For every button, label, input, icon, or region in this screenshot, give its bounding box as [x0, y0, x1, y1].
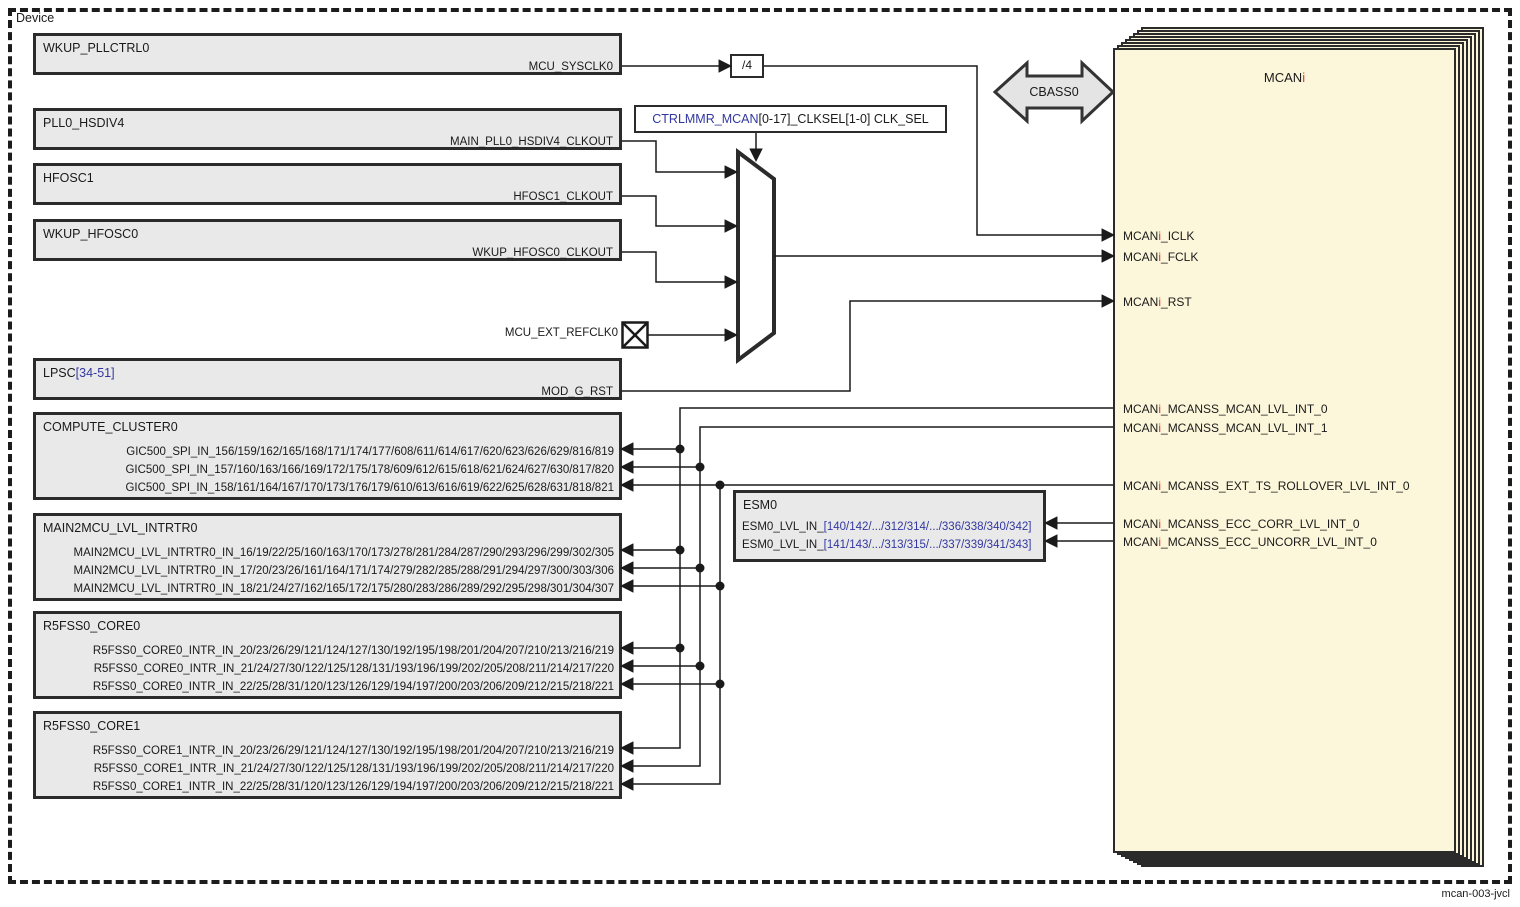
signal-rows: ESM0_LVL_IN_[140/142/.../312/314/.../336…: [742, 518, 1038, 554]
block-hfosc1: HFOSC1 HFOSC1_CLKOUT: [33, 163, 622, 205]
signal-row: ESM0_LVL_IN_[140/142/.../312/314/.../336…: [742, 518, 1038, 536]
block-mcani: MCANi MCANi_ICLK MCANi_FCLK MCANi_RST MC…: [1113, 48, 1456, 853]
block-wkup-hfosc0: WKUP_HFOSC0 WKUP_HFOSC0_CLKOUT: [33, 219, 622, 261]
mcani-title-index: i: [1302, 70, 1306, 85]
port-mcu-sysclk0: MCU_SYSCLK0: [528, 61, 613, 73]
signal-row: R5FSS0_CORE1_INTR_IN_21/24/27/30/122/125…: [93, 763, 614, 775]
block-title: R5FSS0_CORE0: [43, 619, 141, 633]
block-main2mcu-lvl-intrtr0: MAIN2MCU_LVL_INTRTR0 MAIN2MCU_LVL_INTRTR…: [33, 513, 622, 601]
block-title: MAIN2MCU_LVL_INTRTR0: [43, 521, 198, 535]
figure-id-label: mcan-003-jvcl: [1441, 888, 1510, 900]
block-esm0: ESM0 ESM0_LVL_IN_[140/142/.../312/314/..…: [733, 490, 1046, 562]
block-title: HFOSC1: [43, 171, 94, 185]
mcu-ext-refclk0-label: MCU_EXT_REFCLK0: [504, 327, 618, 339]
port-mcani-fclk: MCANi_FCLK: [1123, 250, 1199, 264]
port-mod-g-rst: MOD_G_RST: [541, 386, 613, 398]
signal-row: GIC500_SPI_IN_156/159/162/165/168/171/17…: [126, 446, 614, 458]
device-label: Device: [16, 11, 55, 25]
esm0-row-prefix: ESM0_LVL_IN_: [742, 521, 824, 533]
signal-row: GIC500_SPI_IN_158/161/164/167/170/173/17…: [125, 482, 614, 494]
mcani-title-pre: MCAN: [1263, 70, 1303, 85]
port-mcani-ecc-uncorr: MCANi_MCANSS_ECC_UNCORR_LVL_INT_0: [1123, 535, 1377, 549]
port-mcani-ext-ts-rollover: MCANi_MCANSS_EXT_TS_ROLLOVER_LVL_INT_0: [1123, 479, 1410, 493]
esm0-row-prefix: ESM0_LVL_IN_: [742, 539, 824, 551]
port-hfosc1-clkout: HFOSC1_CLKOUT: [513, 191, 613, 203]
signal-row: R5FSS0_CORE0_INTR_IN_20/23/26/29/121/124…: [92, 645, 614, 657]
block-title: ESM0: [743, 498, 778, 512]
signal-row: R5FSS0_CORE0_INTR_IN_21/24/27/30/122/125…: [93, 663, 614, 675]
block-pll0-hsdiv4: PLL0_HSDIV4 MAIN_PLL0_HSDIV4_CLKOUT: [33, 108, 622, 150]
ctrlmmr-mcan-link[interactable]: CTRLMMR_MCAN: [652, 112, 759, 126]
block-title: WKUP_HFOSC0: [43, 227, 139, 241]
port-mcani-ecc-corr: MCANi_MCANSS_ECC_CORR_LVL_INT_0: [1123, 517, 1360, 531]
signal-row: R5FSS0_CORE0_INTR_IN_22/25/28/31/120/123…: [92, 681, 614, 693]
block-compute-cluster0: COMPUTE_CLUSTER0 GIC500_SPI_IN_156/159/1…: [33, 412, 622, 500]
block-title: R5FSS0_CORE1: [43, 719, 141, 733]
signal-row: MAIN2MCU_LVL_INTRTR0_IN_16/19/22/25/160/…: [73, 547, 614, 559]
port-mcani-rst: MCANi_RST: [1123, 295, 1192, 309]
block-r5fss0-core1: R5FSS0_CORE1 R5FSS0_CORE1_INTR_IN_20/23/…: [33, 711, 622, 799]
device-boundary: [8, 8, 1512, 884]
esm0-row-link[interactable]: [141/143/.../313/315/.../337/339/341/343…: [823, 539, 1032, 551]
signal-row: R5FSS0_CORE1_INTR_IN_22/25/28/31/120/123…: [92, 781, 614, 793]
block-r5fss0-core0: R5FSS0_CORE0 R5FSS0_CORE0_INTR_IN_20/23/…: [33, 611, 622, 699]
signal-rows: GIC500_SPI_IN_156/159/162/165/168/171/17…: [42, 443, 614, 497]
clksel-rest-text: [0-17]_CLKSEL[1-0] CLK_SEL: [758, 112, 929, 126]
mcani-title: MCANi: [1115, 70, 1454, 85]
block-title: WKUP_PLLCTRL0: [43, 41, 150, 55]
clock-divider-by4: /4: [730, 54, 764, 78]
lpsc-range-link[interactable]: [34-51]: [75, 366, 115, 380]
clksel-register-label: CTRLMMR_MCAN[0-17]_CLKSEL[1-0] CLK_SEL: [634, 105, 947, 133]
signal-rows: R5FSS0_CORE1_INTR_IN_20/23/26/29/121/124…: [42, 742, 614, 796]
esm0-row-link[interactable]: [140/142/.../312/314/.../336/338/340/342…: [823, 521, 1032, 533]
signal-row: ESM0_LVL_IN_[141/143/.../313/315/.../337…: [742, 536, 1038, 554]
signal-row: MAIN2MCU_LVL_INTRTR0_IN_18/21/24/27/162/…: [73, 583, 614, 595]
signal-rows: R5FSS0_CORE0_INTR_IN_20/23/26/29/121/124…: [42, 642, 614, 696]
block-title: PLL0_HSDIV4: [43, 116, 125, 130]
port-mcani-mcan-lvl-int-0: MCANi_MCANSS_MCAN_LVL_INT_0: [1123, 402, 1328, 416]
port-wkup-hfosc0-clkout: WKUP_HFOSC0_CLKOUT: [472, 247, 613, 259]
lpsc-title-text: LPSC: [43, 366, 76, 380]
signal-row: R5FSS0_CORE1_INTR_IN_20/23/26/29/121/124…: [92, 745, 614, 757]
block-wkup-pllctrl0: WKUP_PLLCTRL0 MCU_SYSCLK0: [33, 33, 622, 75]
port-mcani-mcan-lvl-int-1: MCANi_MCANSS_MCAN_LVL_INT_1: [1123, 421, 1328, 435]
signal-row: GIC500_SPI_IN_157/160/163/166/169/172/17…: [125, 464, 614, 476]
port-main-pll0-hsdiv4-clkout: MAIN_PLL0_HSDIV4_CLKOUT: [450, 136, 613, 148]
signal-rows: MAIN2MCU_LVL_INTRTR0_IN_16/19/22/25/160/…: [42, 544, 614, 598]
port-mcani-iclk: MCANi_ICLK: [1123, 229, 1195, 243]
signal-row: MAIN2MCU_LVL_INTRTR0_IN_17/20/23/26/161/…: [73, 565, 614, 577]
block-title: LPSC[34-51]: [43, 366, 115, 380]
block-title: COMPUTE_CLUSTER0: [43, 420, 178, 434]
block-lpsc: LPSC[34-51] MOD_G_RST: [33, 358, 622, 400]
cbass0-label: CBASS0: [1029, 85, 1079, 99]
